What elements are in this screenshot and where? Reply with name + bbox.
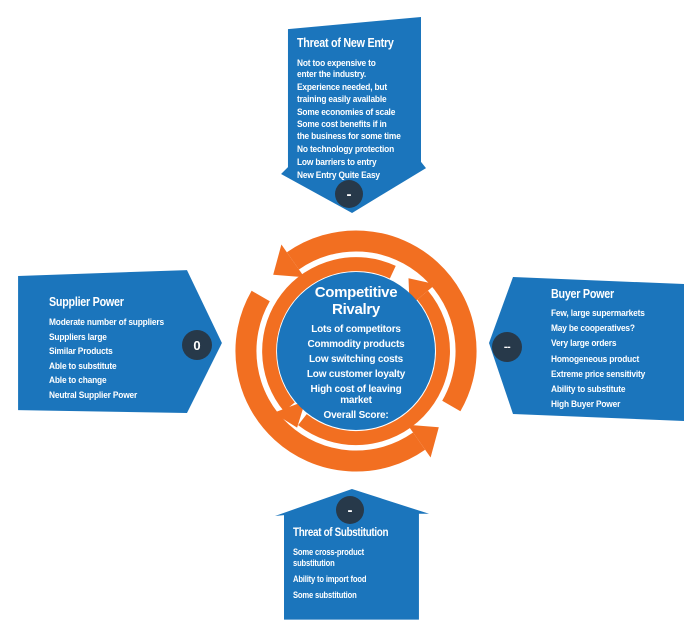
- list-item: Some cost benefits if in the business fo…: [297, 119, 401, 142]
- list-item: Few, large supermarkets: [551, 308, 645, 319]
- list-item: Able to change: [49, 375, 107, 387]
- list-item: Extreme price sensitivity: [551, 368, 646, 380]
- buyer-score-badge: --: [492, 332, 522, 362]
- list-item: Low customer loyalty: [306, 368, 406, 380]
- list-item: Similar Products: [49, 346, 113, 358]
- list-item: Low switching costs: [309, 353, 403, 365]
- list-item: Low barriers to entry: [297, 156, 377, 168]
- threat-of-new-entry-heading: Threat of New Entry: [297, 36, 394, 50]
- list-item: Ability to substitute: [551, 383, 626, 395]
- list-item: Moderate number of suppliers: [49, 317, 164, 328]
- list-item: May be cooperatives?: [551, 323, 635, 335]
- list-item: Ability to import food: [293, 574, 367, 586]
- list-item: Suppliers large: [49, 331, 107, 343]
- list-item: High Buyer Power: [551, 399, 621, 411]
- rivalry-cycle-arrows-icon: [235, 230, 477, 472]
- competitive-rivalry-heading: Competitive Rivalry: [314, 284, 398, 318]
- supplier-power-heading: Supplier Power: [49, 295, 124, 309]
- list-item: High cost of leaving market: [310, 383, 402, 407]
- arrowhead-icon: [407, 424, 439, 458]
- arrowhead-icon: [273, 244, 305, 278]
- list-item: New Entry Quite Easy: [297, 169, 380, 181]
- threat-of-new-entry-items: Not too expensive to enter the industry.…: [297, 58, 420, 181]
- inner-ring-arc: [262, 257, 396, 412]
- list-item: Some substitution: [293, 590, 357, 602]
- list-item: Able to substitute: [49, 360, 117, 372]
- list-item: Some economies of scale: [297, 106, 396, 118]
- inner-ring-arc: [298, 290, 450, 445]
- list-item: Not too expensive to enter the industry.: [297, 58, 376, 81]
- new-entry-score-badge: -: [335, 180, 363, 208]
- competitive-rivalry-circle: [277, 272, 435, 430]
- list-item: Experience needed, but training easily a…: [297, 82, 387, 105]
- substitution-score-badge: -: [336, 496, 364, 524]
- list-item: Very large orders: [551, 338, 617, 350]
- list-item: Commodity products: [307, 338, 405, 350]
- outer-ring-arc: [235, 290, 426, 472]
- supplier-score-badge: 0: [182, 330, 212, 360]
- arrowhead-icon: [273, 400, 306, 428]
- list-item: Neutral Supplier Power: [49, 389, 138, 401]
- list-item: Lots of competitors: [311, 323, 401, 335]
- list-item: Homogeneous product: [551, 353, 640, 365]
- list-item: Some cross-product substitution: [293, 547, 365, 570]
- buyer-power-heading: Buyer Power: [551, 287, 614, 301]
- threat-of-substitution-heading: Threat of Substitution: [293, 527, 389, 539]
- list-item: No technology protection: [297, 143, 395, 155]
- outer-ring-arc: [286, 230, 477, 412]
- list-item: Overall Score:: [323, 410, 389, 422]
